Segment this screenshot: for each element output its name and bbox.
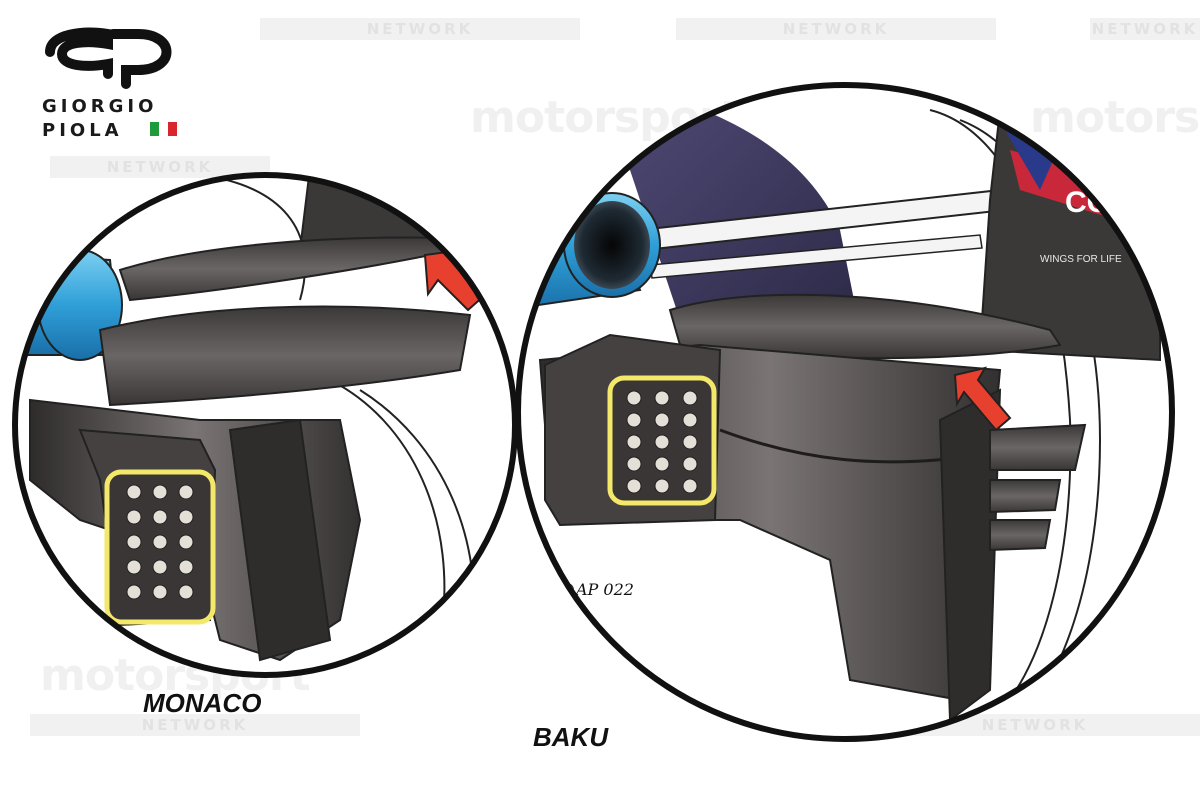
rain-light-led [682, 412, 698, 428]
monaco-panel: ©AP 022 [15, 175, 515, 675]
sponsor-text: WINGS FOR LIFE [1040, 254, 1122, 265]
rain-light-led [152, 534, 168, 550]
watermark-band: NETWORK [260, 18, 580, 40]
rain-light-led [126, 534, 142, 550]
rain-light-led [626, 434, 642, 450]
rain-light-led [152, 509, 168, 525]
watermark-band: NETWORK [676, 18, 996, 40]
giorgio-piola-logo [45, 27, 172, 89]
rain-light-led [178, 584, 194, 600]
rain-light-led [178, 559, 194, 575]
rain-light-led [682, 434, 698, 450]
rain-light-led [682, 456, 698, 472]
monaco-signature: ©AP 022 [40, 629, 100, 644]
brand-line-1: GIORGIO [42, 96, 158, 117]
rain-light-led [654, 412, 670, 428]
rain-light-led [682, 390, 698, 406]
rain-light-led [152, 559, 168, 575]
rain-light-led [178, 509, 194, 525]
rain-light-led [126, 559, 142, 575]
baku-signature: ©AP 022 [560, 580, 634, 599]
watermark-word: motorsport [1030, 92, 1200, 143]
watermark-band: NETWORK [50, 156, 270, 178]
caption-baku: BAKU [533, 722, 609, 752]
watermark-band: NETWORK [1090, 18, 1200, 40]
italian-flag-icon [150, 122, 177, 136]
caption-monaco: MONACO [143, 688, 262, 718]
rain-light-led [654, 478, 670, 494]
rain-light-led [152, 484, 168, 500]
brand-line-2: PIOLA [42, 120, 123, 141]
rain-light-led [626, 390, 642, 406]
rain-light-led [626, 412, 642, 428]
rain-light-led [126, 584, 142, 600]
rain-light-led [178, 534, 194, 550]
rain-light-led [126, 509, 142, 525]
rain-light-led [654, 390, 670, 406]
rain-light-led [682, 478, 698, 494]
watermark-band: NETWORK [30, 714, 360, 736]
rain-light-led [626, 456, 642, 472]
rain-light-led [654, 434, 670, 450]
rain-light-led [126, 484, 142, 500]
rain-light-led [152, 584, 168, 600]
baku-arrow [953, 366, 1012, 432]
rain-light-led [654, 456, 670, 472]
baku-panel: CO WINGS FOR LIFE ©AP 022 [518, 85, 1172, 739]
rain-light-led [178, 484, 194, 500]
rain-light-led [626, 478, 642, 494]
